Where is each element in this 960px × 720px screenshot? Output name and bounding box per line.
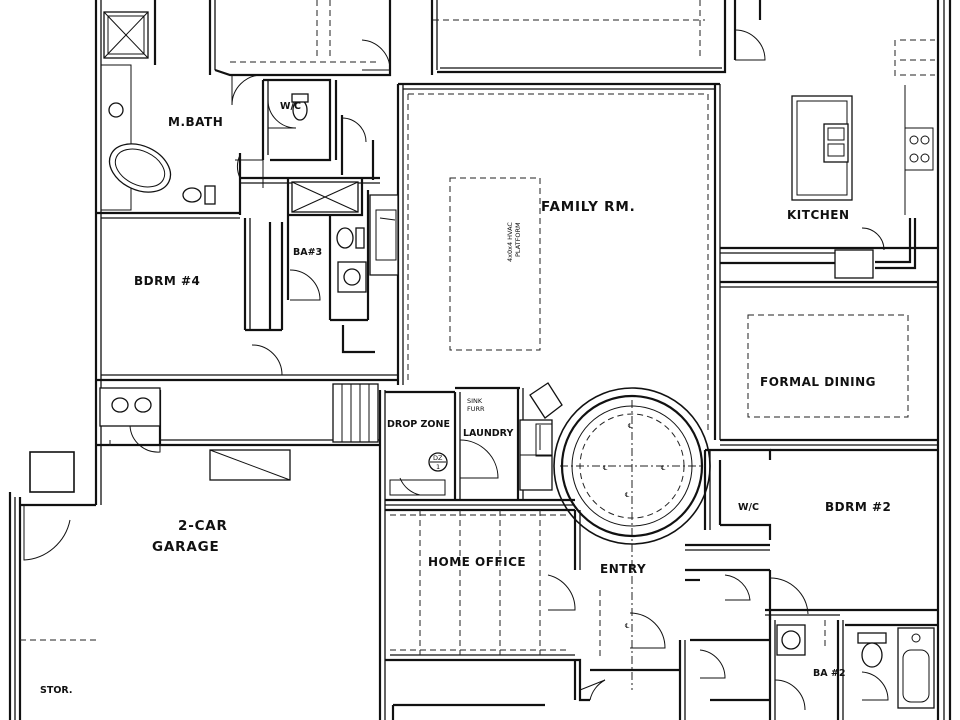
- room-labels: M.BATH W/C FAMILY RM. KITCHEN BDRM #4 BA…: [40, 101, 891, 696]
- label-entry: ENTRY: [600, 562, 646, 576]
- label-garage-line2: GARAGE: [152, 539, 219, 555]
- dashed-guides: [20, 0, 935, 690]
- centerline-mark-mid: ℄: [625, 491, 630, 499]
- centerline-mark-bottom: ℄: [625, 622, 630, 630]
- note-sink-line2: FURR: [467, 405, 485, 413]
- note-hvac-line2: PLATFORM: [514, 222, 522, 257]
- centerline-mark-right: ℄: [661, 464, 666, 472]
- doors: [23, 29, 889, 711]
- note-hvac-line1: 4x0x4 HVAC: [506, 222, 514, 262]
- label-bath-3: BA#3: [293, 247, 322, 258]
- label-laundry: LAUNDRY: [463, 428, 513, 439]
- fixtures: [99, 11, 935, 709]
- label-bedroom-4: BDRM #4: [134, 274, 200, 288]
- label-garage-line1: 2-CAR: [178, 518, 228, 534]
- label-master-wic: W/C: [280, 101, 301, 112]
- annotations: 4x0x4 HVAC PLATFORM SINK FURR: [467, 222, 522, 413]
- label-kitchen: KITCHEN: [787, 208, 850, 222]
- label-home-office: HOME OFFICE: [428, 555, 526, 569]
- dz-tag-text: DZ: [433, 454, 443, 462]
- walls: [8, 0, 952, 720]
- label-bedroom-2: BDRM #2: [825, 500, 891, 514]
- label-master-bath: M.BATH: [168, 115, 223, 129]
- label-storage: STOR.: [40, 685, 73, 696]
- label-bedroom2-wic: W/C: [738, 502, 759, 513]
- centerline-mark-left: ℄: [603, 464, 608, 472]
- markers: DZ 1 ℄ ℄ ℄ ℄ ℄: [428, 422, 666, 630]
- note-sink-line1: SINK: [467, 397, 483, 405]
- label-bath-2: BA #2: [813, 668, 845, 679]
- label-formal-dining: FORMAL DINING: [760, 375, 876, 389]
- dz-number-text: 1: [436, 463, 440, 471]
- centerline-mark-top: ℄: [628, 422, 633, 430]
- label-family-room: FAMILY RM.: [541, 199, 636, 215]
- label-drop-zone: DROP ZONE: [387, 419, 450, 430]
